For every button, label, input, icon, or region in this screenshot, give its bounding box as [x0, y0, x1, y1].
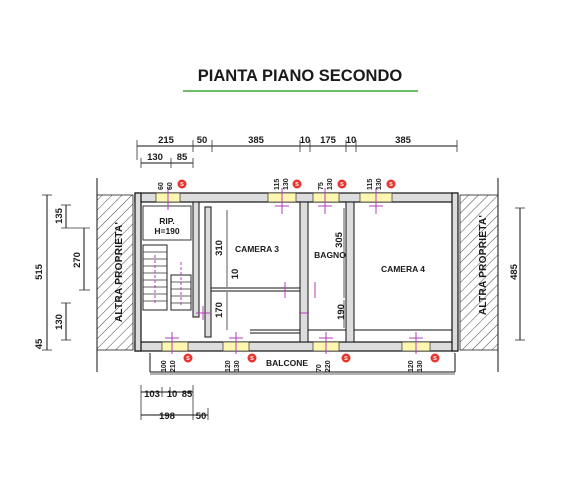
dim-305: 305	[334, 231, 345, 248]
window-top-2: 115 130 S	[267, 178, 302, 214]
dim-85: 85	[177, 152, 188, 163]
window-bottom-1: 100 210 S	[161, 332, 193, 372]
dim-10-bottom: 10	[167, 389, 178, 400]
room-rip-label: RIP.	[159, 216, 174, 226]
balcony	[149, 353, 456, 375]
bottom-windows: 100 210 S 120 130 S 70 220 S 120	[161, 332, 440, 372]
svg-text:210: 210	[170, 360, 177, 372]
window-top-4: 115 130 S	[359, 178, 396, 214]
dim-50-bottom: 50	[196, 411, 207, 422]
dim-130: 130	[147, 152, 163, 163]
room-camera3-label: CAMERA 3	[235, 244, 279, 254]
plan-title: PIANTA PIANO SECONDO	[198, 67, 403, 85]
ripostiglio-box	[142, 205, 192, 241]
dim-215: 215	[158, 135, 175, 146]
svg-text:S: S	[433, 356, 437, 362]
window-top-3: 75 130 S	[312, 178, 347, 214]
svg-text:130: 130	[376, 178, 383, 190]
svg-text:S: S	[186, 356, 190, 362]
staircase	[142, 244, 192, 311]
window-bottom-3: 70 220 S	[312, 332, 351, 372]
dim-190: 190	[336, 304, 347, 320]
svg-text:220: 220	[325, 360, 332, 372]
svg-text:120: 120	[408, 360, 415, 372]
dim-385-a: 385	[248, 135, 265, 146]
svg-text:S: S	[344, 356, 348, 362]
svg-text:S: S	[250, 356, 254, 362]
dim-103: 103	[144, 389, 160, 400]
door-marks	[196, 282, 316, 320]
altra-proprieta-right: ALTRA PROPRIETA'	[478, 215, 489, 315]
svg-text:130: 130	[283, 178, 290, 190]
dim-45: 45	[34, 338, 45, 349]
dim-130-left: 130	[54, 314, 65, 330]
svg-text:120: 120	[225, 360, 232, 372]
window-bottom-4: 120 130 S	[401, 332, 440, 372]
svg-text:115: 115	[274, 179, 281, 190]
interior-dimensions: 310 10 170 305 190	[214, 208, 347, 330]
window-top-1: 60 60 S	[155, 179, 187, 210]
top-dimension-outer: 215 50 385 10 175 10 385	[136, 135, 458, 160]
room-bagno-label: BAGNO	[314, 250, 346, 260]
balcone-label: BALCONE	[266, 358, 308, 368]
svg-text:60: 60	[167, 182, 174, 190]
dim-170: 170	[214, 302, 225, 318]
dim-198: 198	[159, 411, 175, 422]
svg-text:115: 115	[367, 179, 374, 190]
dim-10-a: 10	[300, 135, 311, 146]
room-camera4-label: CAMERA 4	[381, 264, 425, 274]
dim-175: 175	[320, 135, 337, 146]
dim-310: 310	[214, 240, 225, 256]
altra-proprieta-left: ALTRA PROPRIETA'	[114, 222, 125, 322]
svg-text:60: 60	[158, 182, 165, 190]
svg-text:S: S	[180, 182, 184, 188]
left-dimensions: 515 270 135 130 45	[34, 194, 90, 351]
svg-text:100: 100	[161, 360, 168, 372]
window-bottom-2: 120 130 S	[222, 332, 257, 372]
svg-text:S: S	[340, 182, 344, 188]
dim-85-bottom: 85	[182, 389, 193, 400]
dim-135: 135	[54, 207, 65, 224]
top-dimension-inner: 130 85	[140, 152, 194, 168]
hatch-right	[459, 194, 499, 351]
room-rip-height: H=190	[154, 226, 180, 236]
top-windows: 60 60 S 115 130 S 75 130 S 115	[155, 178, 396, 214]
dim-515: 515	[34, 263, 45, 280]
bottom-dimensions: 103 10 85 198 50	[140, 385, 209, 422]
dim-10-b: 10	[346, 135, 357, 146]
svg-text:130: 130	[327, 178, 334, 190]
dim-10-interior: 10	[230, 269, 241, 280]
svg-text:75: 75	[318, 182, 325, 190]
right-dimensions: 485	[509, 207, 525, 341]
dim-270: 270	[72, 252, 83, 268]
svg-text:S: S	[389, 182, 393, 188]
dim-485: 485	[509, 263, 520, 280]
svg-text:S: S	[295, 182, 299, 188]
svg-text:70: 70	[316, 364, 323, 372]
dim-50: 50	[197, 135, 208, 146]
dim-385-b: 385	[395, 135, 412, 146]
svg-text:130: 130	[417, 360, 424, 372]
svg-text:130: 130	[234, 360, 241, 372]
